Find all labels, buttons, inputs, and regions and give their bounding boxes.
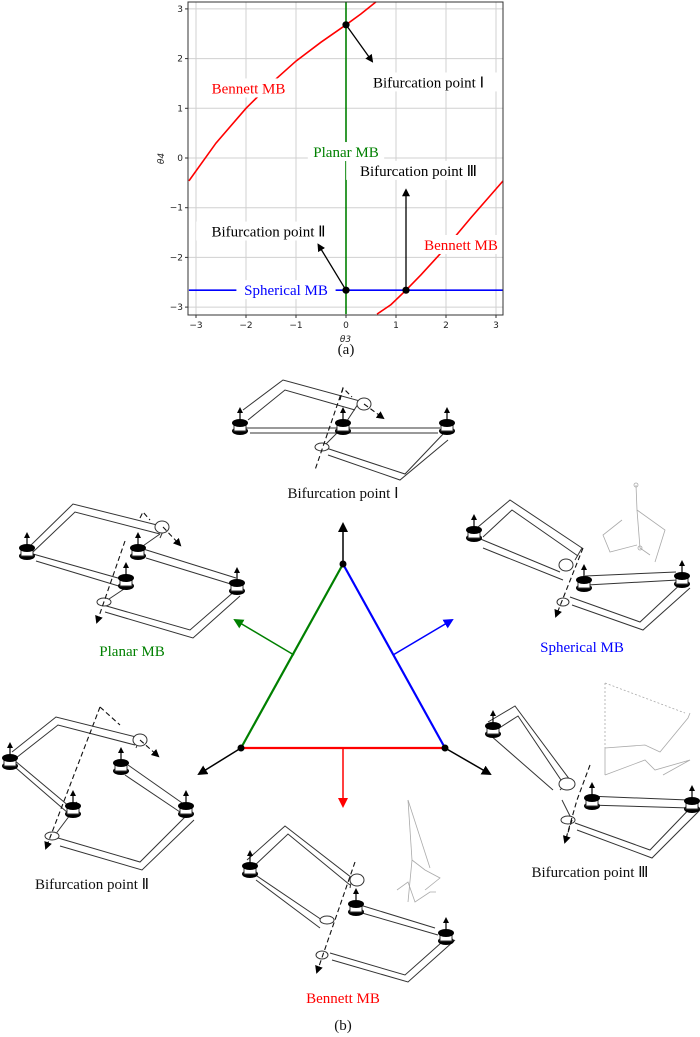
label-bif3: Bifurcation point Ⅲ [532,865,649,881]
series-label-planar-mb: Planar MB [313,145,378,161]
series-label-spherical-mb: Spherical MB [244,283,328,299]
bifurcation-point-label: Bifurcation point Ⅰ [373,75,484,91]
x-tick-label: −2 [239,321,252,331]
series-line-bennett-mb [188,1,377,182]
mechanism-bif2-illustration [1,706,195,871]
y-axis-label: θ4 [157,153,167,165]
bifurcation-point-label: Bifurcation point Ⅲ [360,164,477,180]
chart-ticks: −3 −2 −1 0 1 2 3 −3 −2 −1 0 1 2 3 [170,5,499,331]
bifurcation-point-marker [402,286,410,294]
label-bennett: Bennett MB [306,991,380,1007]
chart-points: Bifurcation point Ⅰ Bifurcation point Ⅱ Bi… [196,21,501,294]
series-label-bg [419,234,503,254]
y-tick-label: −2 [170,253,183,263]
y-tick-label: −3 [170,303,183,313]
mechanism-bif1-illustration [231,379,456,481]
x-tick-label: −1 [289,321,302,331]
x-tick-label: −3 [189,321,202,331]
label-planar: Planar MB [99,644,164,660]
y-tick-label: −1 [170,204,183,214]
mode-triangle [197,522,492,808]
series-label-bennett-mb: Bennett MB [424,238,498,254]
y-tick-label: 0 [177,154,183,164]
vertex-bif3 [441,744,449,752]
panel-a-caption: (a) [338,342,355,358]
edge-spherical [342,563,446,749]
x-tick-label: 2 [443,321,449,331]
bifurcation-label-bg [356,72,501,92]
y-tick-label: 2 [177,55,183,65]
bifurcation-label-bg [196,221,341,241]
arrow-to-planar [233,618,295,656]
series-label-bg [307,142,385,162]
series-label-bg [206,78,291,98]
panel-b-caption: (b) [334,1018,352,1034]
x-tick-label: 1 [393,321,399,331]
bifurcation-point-label: Bifurcation point Ⅱ [211,225,325,241]
series-label-bennett-mb: Bennett MB [212,81,286,97]
x-tick-label: 3 [493,321,499,331]
bifurcation-label-bg [346,160,491,180]
arrow-to-bif3 [444,747,492,776]
y-tick-label: 3 [177,5,183,15]
mechanism-planar-illustration [18,503,246,639]
bifurcation-arrow [317,243,347,291]
arrow-to-bif2 [197,747,242,776]
x-axis-label: θ3 [340,335,352,345]
label-bif2: Bifurcation point Ⅱ [35,877,149,893]
x-tick-label: 0 [343,321,349,331]
mechanism-bennett-illustration [241,799,456,983]
bifurcation-arrow [345,24,374,63]
vertex-bif2 [237,744,245,752]
arrow-to-spherical [392,618,454,656]
y-tick-label: 1 [177,104,183,114]
chart-series-labels: Bennett MB Bennett MB Planar MB Spherical M… [206,78,503,300]
series-line-bennett-mb [376,180,504,315]
series-label-bg [236,280,336,300]
label-spherical: Spherical MB [540,640,624,656]
bifurcation-point-marker [342,21,350,29]
label-bif1: Bifurcation point Ⅰ [287,486,398,502]
bifurcation-chart: Bennett MB Bennett MB Planar MB Spherical M… [157,1,504,345]
mechanism-bif3-illustration [484,682,700,859]
bifurcation-point-marker [342,286,350,294]
edge-planar [240,563,344,749]
vertex-bif1 [339,560,347,568]
mechanism-spherical-illustration [465,482,691,631]
